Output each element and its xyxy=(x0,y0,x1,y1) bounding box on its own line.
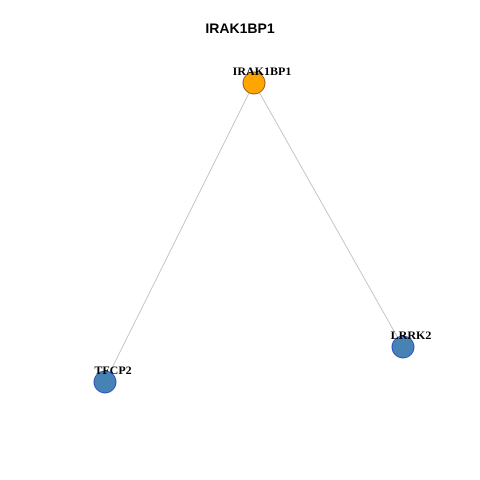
edges-layer xyxy=(104,82,404,383)
graph-title: IRAK1BP1 xyxy=(205,20,275,36)
nodes-layer xyxy=(93,71,415,394)
edge-irak1bp1-lrrk2 xyxy=(253,82,404,348)
node-label-tfcp2: TFCP2 xyxy=(94,363,131,377)
node-lrrk2[interactable] xyxy=(391,335,415,359)
node-label-irak1bp1: IRAK1BP1 xyxy=(233,64,292,78)
node-irak1bp1[interactable] xyxy=(242,71,266,95)
node-label-lrrk2: LRRK2 xyxy=(391,328,432,342)
node-tfcp2[interactable] xyxy=(93,370,117,394)
edge-irak1bp1-tfcp2 xyxy=(104,82,255,383)
